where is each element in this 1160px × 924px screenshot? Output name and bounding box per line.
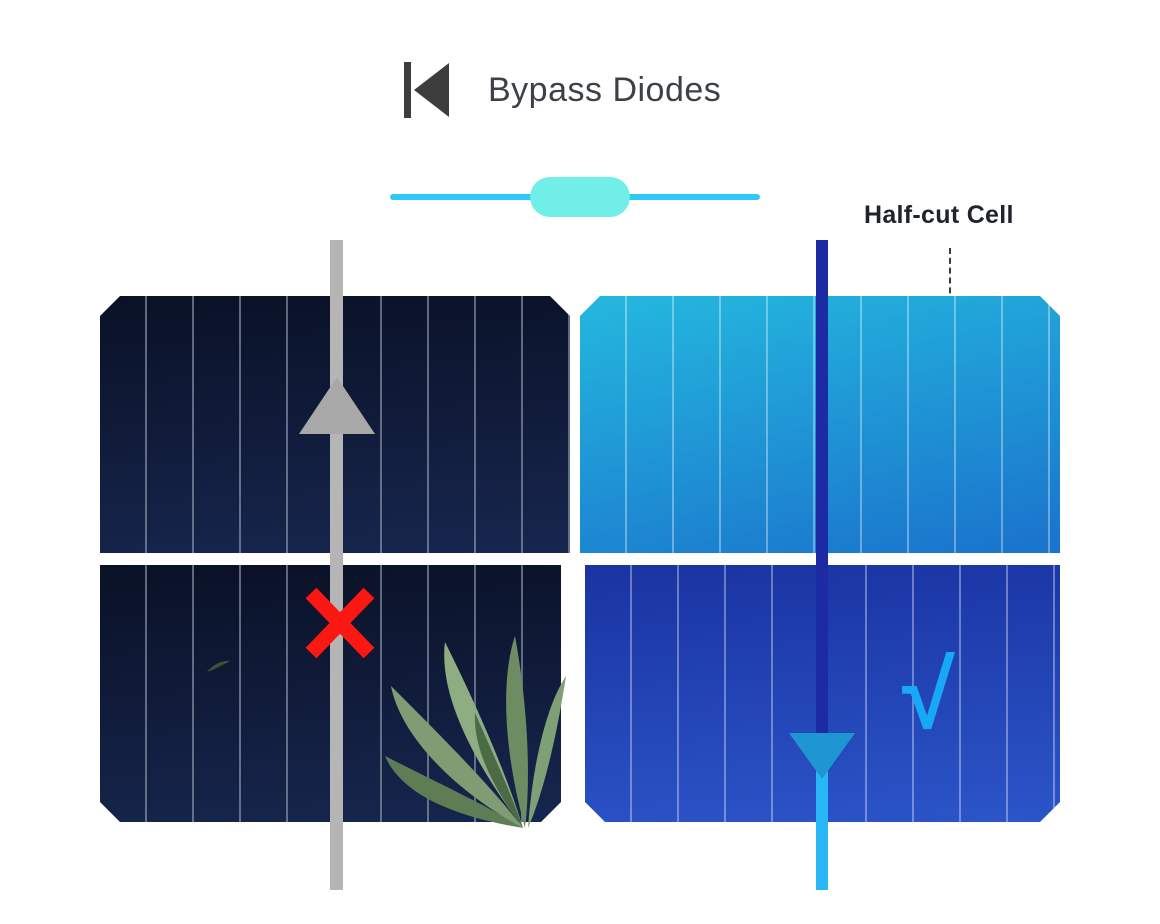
page-title: Bypass Diodes	[488, 70, 722, 109]
current-line-right-bottom	[816, 758, 828, 890]
diode-icon	[404, 62, 449, 118]
check-mark: √	[902, 642, 955, 749]
blue-down-arrow-icon	[789, 733, 855, 779]
small-leaf-icon	[207, 660, 230, 672]
gray-up-arrow-icon	[299, 377, 375, 434]
bypass-diode-symbol	[390, 177, 760, 217]
plant-leaves-icon	[385, 636, 566, 828]
diode-body	[530, 177, 630, 217]
current-line-right	[816, 240, 828, 762]
header: Bypass Diodes	[404, 60, 721, 120]
half-cut-cell-label: Half-cut Cell	[864, 201, 1014, 229]
current-line-left	[330, 240, 343, 890]
red-x-icon	[305, 587, 375, 659]
